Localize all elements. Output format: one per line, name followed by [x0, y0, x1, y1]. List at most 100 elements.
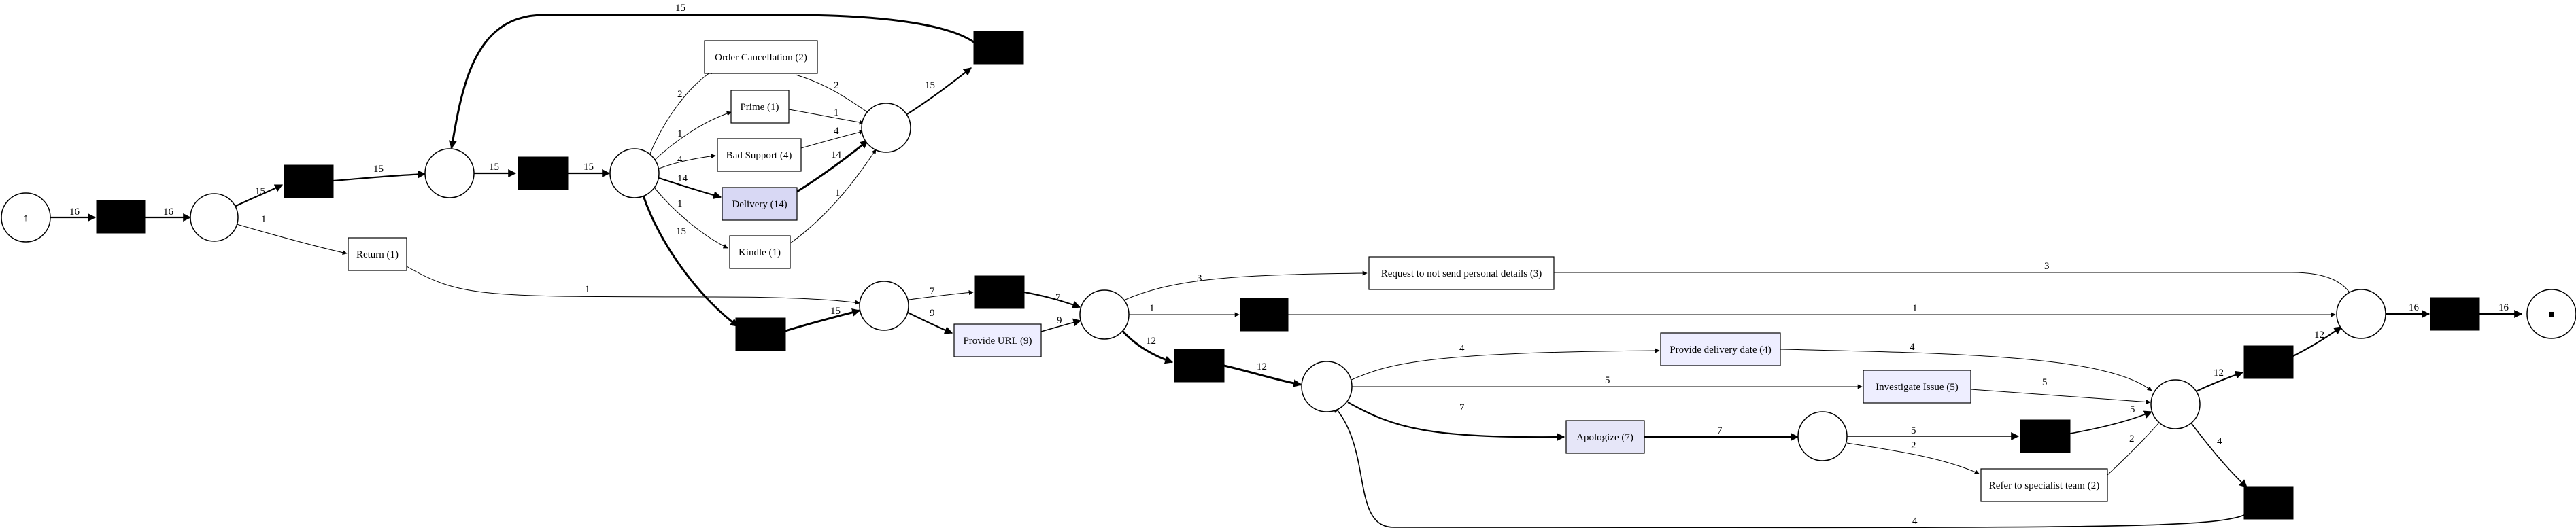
- silent-transition-t8[interactable]: [1174, 349, 1225, 383]
- silent-transitions: [96, 31, 2480, 520]
- edge-p3-to-order-cancellation: [649, 69, 715, 154]
- silent-transition-t3[interactable]: [518, 156, 569, 190]
- edge-p7-to-apologize: [1347, 402, 1565, 442]
- activity-return[interactable]: Return (1): [348, 237, 407, 271]
- edge-p8-to-refer: [1846, 442, 1980, 474]
- place-p3[interactable]: [609, 148, 660, 198]
- edge-bad-support-to-p4: [800, 130, 864, 149]
- place-p1[interactable]: [190, 193, 239, 242]
- edge-provide-url-to-p6: [1040, 318, 1082, 332]
- silent-transition-t6[interactable]: [974, 275, 1025, 309]
- silent-transition-t5[interactable]: [973, 31, 1024, 65]
- edge-p10-to-t10: [2192, 370, 2244, 393]
- edge-label: 4: [834, 126, 839, 137]
- edge-request-to-p9: [1554, 272, 2354, 298]
- edge-label: 5: [2042, 377, 2048, 388]
- place-p7[interactable]: [1301, 361, 1353, 412]
- start-place[interactable]: [1, 192, 51, 243]
- activity-box: [704, 40, 818, 74]
- place-p5[interactable]: [859, 281, 909, 331]
- activity-box: [1980, 468, 2108, 502]
- edge-label: 15: [676, 226, 686, 237]
- edge-label: 5: [1605, 375, 1610, 386]
- edge-p4-to-t5: [906, 67, 972, 115]
- edge-label: 15: [583, 162, 594, 173]
- activity-box: [730, 90, 790, 124]
- edge-label: 7: [930, 286, 935, 297]
- activity-provide-url[interactable]: Provide URL (9): [953, 323, 1042, 357]
- edge-label: 2: [2129, 434, 2135, 444]
- silent-transition-t1[interactable]: [96, 200, 146, 234]
- edge-label: 15: [830, 306, 841, 317]
- activity-box: [722, 187, 798, 221]
- edge-label: 7: [1717, 425, 1723, 436]
- edge-label: 12: [2214, 368, 2224, 378]
- edge-p3-to-delivery: [658, 177, 722, 200]
- silent-transition-t4[interactable]: [735, 317, 786, 351]
- edge-prime-to-p4: [788, 109, 864, 125]
- activity-box: [1660, 332, 1781, 366]
- activity-label: Kindle (1): [739, 247, 781, 258]
- activity-box: [1368, 256, 1555, 290]
- activity-investigate-issue[interactable]: Investigate Issue (5): [1863, 370, 1971, 404]
- place-p9[interactable]: [2336, 289, 2386, 339]
- activity-prime[interactable]: Prime (1): [730, 90, 790, 124]
- edge-label: 12: [1146, 336, 1156, 347]
- edge-refer-to-p10: [2106, 418, 2163, 476]
- end-place[interactable]: [2526, 289, 2576, 339]
- silent-transition-t9[interactable]: [2020, 419, 2071, 453]
- edge-p7-to-provide-delivery-date: [1349, 348, 1660, 381]
- edge-p3-to-kindle: [654, 187, 728, 249]
- places: ↑ ■: [1, 103, 2576, 461]
- activity-label: Prime (1): [740, 102, 779, 113]
- edge-label: 4: [677, 154, 683, 165]
- edge-label: 3: [2044, 261, 2050, 272]
- edge-label: 4: [2217, 436, 2222, 447]
- edge-p6-to-request: [1121, 270, 1368, 302]
- edge-provide-delivery-date-to-p10: [1780, 349, 2152, 391]
- edge-label: 9: [1057, 315, 1062, 326]
- silent-transition-t11[interactable]: [2243, 486, 2294, 520]
- edge-label: 2: [1911, 440, 1916, 451]
- edge-label: 9: [930, 308, 935, 319]
- edge-p3-to-bad-support: [658, 154, 716, 169]
- edge-labels: 16 16 15 1 15 15 15 2 1 4 14 1 15 2 1 4 …: [69, 3, 2509, 527]
- activity-refer-to-specialist-team[interactable]: Refer to specialist team (2): [1980, 468, 2108, 502]
- activity-label: Provide delivery date (4): [1670, 344, 1772, 355]
- edge-label: 12: [1257, 361, 1267, 372]
- place-p2[interactable]: [424, 148, 475, 198]
- place-p4[interactable]: [861, 103, 911, 153]
- start-place-label: ↑: [23, 213, 29, 224]
- edge-label: 16: [163, 207, 174, 217]
- edge-t5-to-p2: [448, 14, 975, 149]
- silent-transition-t2[interactable]: [284, 164, 334, 198]
- activity-apologize[interactable]: Apologize (7): [1565, 420, 1645, 454]
- edge-label: 5: [1911, 425, 1916, 436]
- activity-label: Request to not send personal details (3): [1381, 268, 1542, 279]
- edge-p6-to-t8: [1119, 328, 1174, 364]
- silent-transition-t7[interactable]: [1240, 298, 1289, 332]
- activity-box: [717, 138, 802, 172]
- place-p10[interactable]: [2150, 379, 2201, 429]
- edge-t4-to-p5: [785, 308, 861, 332]
- activity-bad-support[interactable]: Bad Support (4): [717, 138, 802, 172]
- activity-box: [1565, 420, 1645, 454]
- edge-label: 3: [1197, 273, 1202, 284]
- edge-label: 15: [489, 162, 499, 173]
- silent-transition-t12[interactable]: [2430, 297, 2480, 331]
- silent-transition-t10[interactable]: [2243, 345, 2294, 379]
- activity-request-not-send-personal-details[interactable]: Request to not send personal details (3): [1368, 256, 1555, 290]
- activity-order-cancellation[interactable]: Order Cancellation (2): [704, 40, 818, 74]
- edge-label: 12: [2314, 330, 2324, 340]
- edge-label: 1: [677, 198, 683, 209]
- edge-label: 15: [675, 3, 685, 14]
- edge-p5-to-t6: [908, 289, 974, 300]
- activity-provide-delivery-date[interactable]: Provide delivery date (4): [1660, 332, 1781, 366]
- activity-delivery[interactable]: Delivery (14): [722, 187, 798, 221]
- activity-kindle[interactable]: Kindle (1): [729, 235, 791, 269]
- edge-t9-to-p10: [2069, 410, 2153, 434]
- place-p6[interactable]: [1079, 289, 1130, 340]
- activity-label: Refer to specialist team (2): [1989, 480, 2099, 491]
- place-p8[interactable]: [1797, 411, 1848, 461]
- edge-p10-to-t11: [2188, 419, 2248, 488]
